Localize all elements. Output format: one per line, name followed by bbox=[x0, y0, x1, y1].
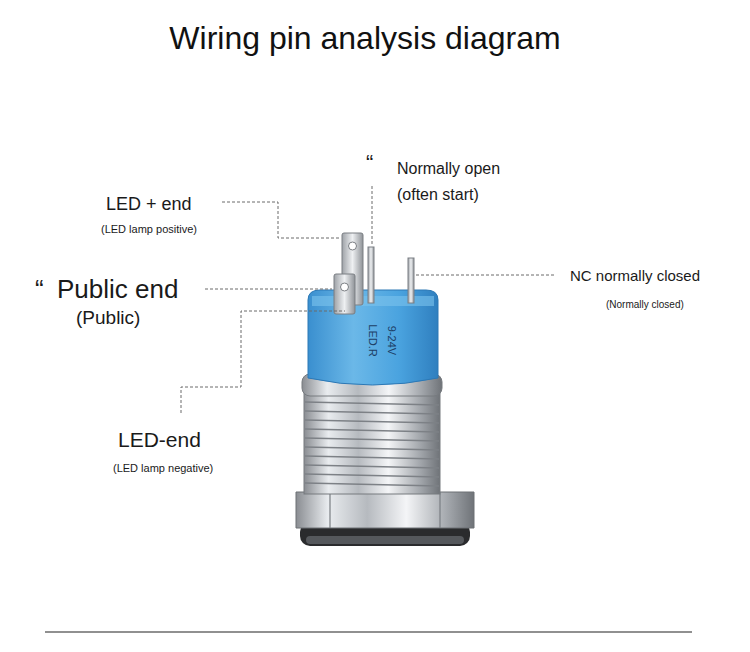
seal-ring-edge bbox=[306, 536, 464, 544]
leader-line bbox=[181, 311, 345, 413]
housing-marking: 9-24V bbox=[386, 325, 397, 354]
pin-note: (LED lamp negative) bbox=[113, 463, 213, 474]
no-terminal bbox=[368, 247, 374, 303]
nut-facet bbox=[439, 492, 440, 528]
blue-housing bbox=[308, 290, 438, 385]
hex-nut bbox=[296, 492, 474, 528]
quote-mark: “ bbox=[35, 276, 44, 302]
common-terminal bbox=[334, 274, 355, 314]
terminal-hole bbox=[341, 283, 349, 291]
housing-marking: LED.R bbox=[367, 324, 378, 356]
bottom-rule bbox=[45, 631, 692, 632]
quote-mark: “ bbox=[366, 152, 373, 174]
leader-lines bbox=[181, 186, 555, 413]
pin-name: Normally open bbox=[397, 161, 500, 177]
pin-name: NC normally closed bbox=[570, 268, 700, 283]
pin-name: Public end bbox=[57, 276, 178, 302]
pin-note: (Normally closed) bbox=[606, 300, 684, 310]
leader-line bbox=[205, 289, 332, 290]
pin-note: (LED lamp positive) bbox=[101, 224, 197, 235]
leader-line bbox=[222, 202, 340, 238]
diagram-title: Wiring pin analysis diagram bbox=[0, 22, 730, 54]
nc-terminal bbox=[408, 258, 414, 303]
pin-note: (Public) bbox=[76, 308, 140, 327]
nut-facet bbox=[329, 492, 330, 528]
pin-name: LED + end bbox=[106, 195, 192, 213]
thread-lines bbox=[305, 402, 439, 486]
pin-name: LED-end bbox=[118, 429, 201, 450]
leader-line bbox=[416, 275, 555, 276]
leader-line bbox=[372, 186, 373, 244]
pin-note: (often start) bbox=[397, 187, 479, 203]
terminal-hole bbox=[349, 242, 357, 250]
